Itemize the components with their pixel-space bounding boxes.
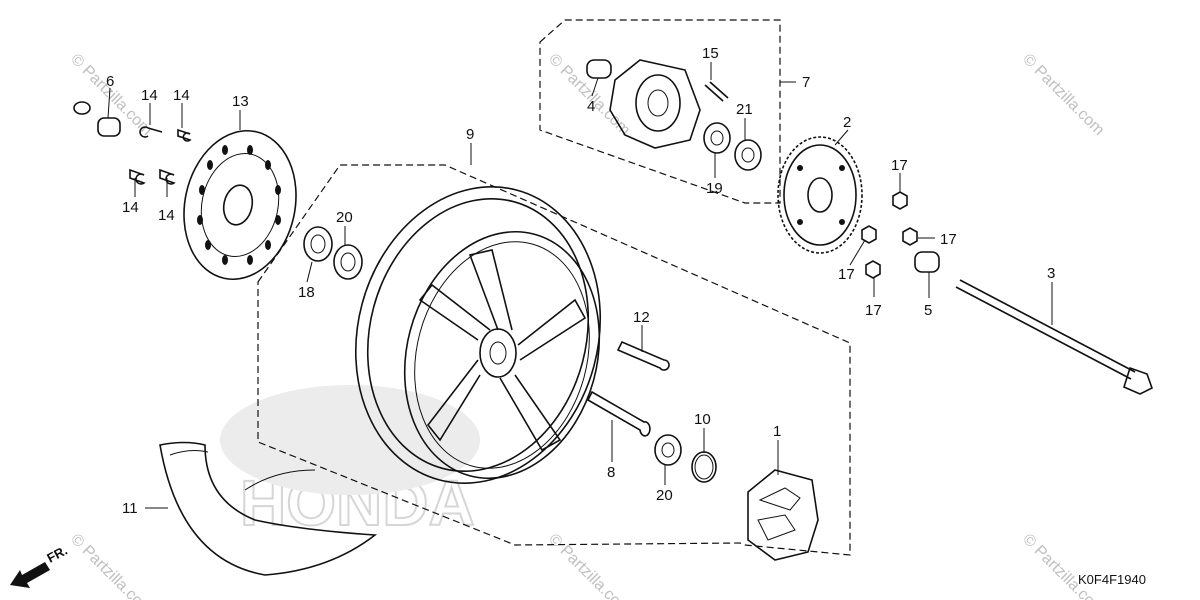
rear-axle bbox=[955, 279, 1153, 395]
label-14-a: 14 bbox=[141, 87, 158, 104]
label-15: 15 bbox=[702, 45, 719, 62]
rear-wheel bbox=[354, 186, 602, 484]
watermark-layer: © Partzilla.com © Partzilla.com © Partzi… bbox=[67, 51, 1107, 600]
label-6: 6 bbox=[106, 73, 114, 90]
driven-sprocket bbox=[777, 136, 863, 254]
hub-group-outline bbox=[539, 19, 781, 204]
label-14-c: 14 bbox=[122, 199, 139, 216]
label-14-b: 14 bbox=[173, 87, 190, 104]
label-3: 3 bbox=[1047, 265, 1055, 282]
wheel-group-outline bbox=[257, 164, 851, 556]
label-7: 7 bbox=[802, 74, 810, 91]
label-17-b: 17 bbox=[940, 231, 957, 248]
label-4: 4 bbox=[587, 98, 595, 115]
label-2: 2 bbox=[843, 114, 851, 131]
final-driven-flange bbox=[586, 59, 701, 149]
label-12: 12 bbox=[633, 309, 650, 326]
label-13: 13 bbox=[232, 93, 249, 110]
sprocket-nuts bbox=[861, 191, 940, 279]
watermark-bottom-right: © Partzilla.com bbox=[1019, 531, 1107, 600]
front-direction-indicator: FR. bbox=[10, 543, 70, 588]
watermark-top-right: © Partzilla.com bbox=[1019, 51, 1107, 139]
label-8: 8 bbox=[607, 464, 615, 481]
watermark-bottom-center: © Partzilla.com bbox=[545, 531, 633, 600]
label-14-d: 14 bbox=[158, 207, 175, 224]
brake-disc bbox=[183, 129, 297, 281]
label-17-c: 17 bbox=[838, 266, 855, 283]
label-17-a: 17 bbox=[891, 157, 908, 174]
label-10: 10 bbox=[694, 411, 711, 428]
part-labels: 6 14 14 13 14 14 9 20 18 4 15 21 19 7 2 … bbox=[106, 45, 1055, 517]
label-18: 18 bbox=[298, 284, 315, 301]
collar-and-nut bbox=[73, 101, 121, 137]
label-19: 19 bbox=[706, 180, 723, 197]
front-arrow-icon bbox=[10, 562, 50, 588]
watermark-bottom-left: © Partzilla.com bbox=[67, 531, 155, 600]
label-11: 11 bbox=[122, 500, 138, 517]
label-21: 21 bbox=[736, 101, 753, 118]
wheel-damper bbox=[747, 469, 819, 561]
diagram-code: K0F4F1940 bbox=[1078, 572, 1146, 587]
label-1: 1 bbox=[773, 423, 781, 440]
mudguard bbox=[159, 441, 378, 576]
leader-lines bbox=[107, 62, 1053, 509]
background-logo-halftone bbox=[220, 385, 480, 495]
label-9: 9 bbox=[466, 126, 474, 143]
flange-stud-and-bearings bbox=[703, 81, 762, 171]
label-17-d: 17 bbox=[865, 302, 882, 319]
front-direction-label: FR. bbox=[44, 543, 70, 566]
label-20-a: 20 bbox=[336, 209, 353, 226]
label-5: 5 bbox=[924, 302, 932, 319]
disc-bolts bbox=[129, 126, 192, 185]
label-20-b: 20 bbox=[656, 487, 673, 504]
wheel-bearings-left bbox=[303, 226, 363, 280]
